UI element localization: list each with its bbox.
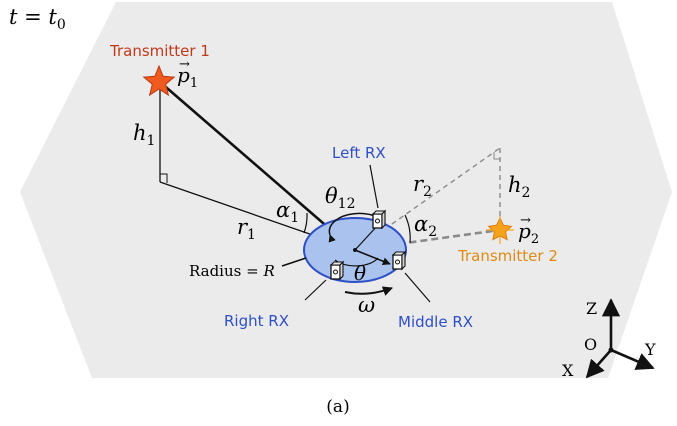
p2-vector-arrow: → — [520, 213, 531, 228]
omega-label: ω — [358, 293, 375, 317]
rotation-arrow — [344, 286, 393, 296]
ground-plane — [20, 2, 672, 378]
radius-label: Radius = R — [189, 262, 275, 280]
transmitter2-label: Transmitter 2 — [457, 247, 558, 265]
p2-label: p2 — [518, 219, 539, 247]
alpha2-label: α2 — [414, 212, 437, 240]
right-angle-mark-1 — [160, 173, 168, 183]
r1-label: r1 — [237, 215, 256, 243]
z-axis-label: Z — [586, 299, 597, 318]
transmitter1-label: Transmitter 1 — [109, 42, 210, 60]
x-axis — [585, 349, 612, 379]
x-axis-label: X — [562, 361, 574, 380]
p1-label: p1 — [177, 63, 198, 91]
ray-left-rx — [354, 224, 379, 251]
right-rx-label: Right RX — [224, 312, 289, 330]
theta12-label: θ12 — [325, 184, 355, 212]
p1-vector-arrow: → — [179, 57, 190, 72]
origin-dot — [608, 347, 614, 353]
middle-rx-icon — [391, 250, 407, 271]
disk-center — [353, 248, 357, 252]
alpha1-label: α1 — [276, 198, 299, 226]
radius-leader — [281, 257, 307, 267]
alpha2-arc — [404, 214, 411, 244]
middle-rx-leader — [404, 272, 431, 303]
ray-middle-rx — [354, 249, 391, 266]
time-label: t = t0 — [9, 5, 66, 33]
left-rx-icon — [371, 209, 387, 230]
left-rx-leader — [369, 164, 379, 209]
y-axis — [610, 348, 655, 370]
middle-rx-label: Middle RX — [398, 313, 473, 331]
figure-caption: (a) — [326, 397, 349, 417]
left-rx-label: Left RX — [332, 144, 386, 162]
h1-label: h1 — [133, 121, 155, 149]
h2-label: h2 — [508, 173, 530, 201]
coordinate-axes: Z O Y X — [562, 298, 656, 380]
origin-label: O — [584, 335, 597, 354]
transmitter1-star-icon — [142, 64, 176, 97]
transmitter2-star-icon — [486, 216, 514, 244]
alpha1-arc — [303, 212, 308, 234]
y-axis-label: Y — [644, 340, 656, 359]
right-rx-leader — [304, 279, 327, 301]
direct-path-1 — [159, 81, 354, 250]
r2-label: r2 — [413, 172, 432, 200]
right-rx-icon — [329, 260, 345, 281]
theta-label: θ — [354, 261, 366, 285]
right-angle-mark-2 — [493, 152, 500, 160]
